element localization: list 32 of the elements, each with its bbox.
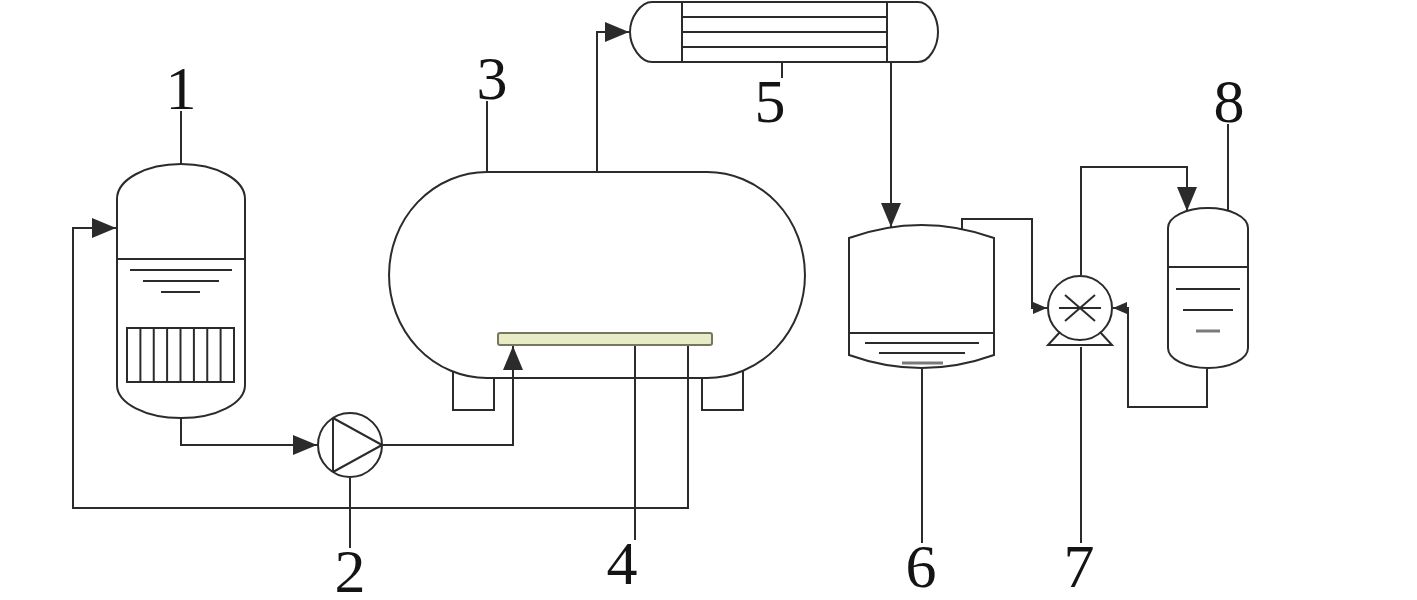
leader-line [781,62,783,79]
horizontal-tank [388,171,806,411]
leader-line [634,345,636,541]
flow-arrow [180,418,318,455]
flow-arrow [961,218,1048,314]
flow-arrow [1080,166,1197,276]
liquid-tank [848,224,995,369]
leader-line [921,368,923,544]
pump-symbol [1047,275,1113,347]
leader-line [1080,346,1082,544]
leader-line [486,100,488,172]
flow-arrow [382,345,523,446]
callout-number: 5 [754,78,786,124]
flow-arrow [881,62,901,228]
liquid-vessel [1167,207,1249,369]
flow-arrow [72,218,689,509]
callout-number: 2 [334,548,366,594]
heat-exchanger [629,1,939,63]
flow-arrow [1112,302,1208,408]
leader-line [349,477,351,549]
pump-symbol [317,412,383,478]
callout-number: 8 [1213,78,1245,124]
callout-number: 1 [165,65,197,111]
callout-number: 7 [1063,543,1095,589]
callout-number: 6 [905,543,937,589]
leader-line [1227,123,1229,211]
callout-number: 4 [606,540,638,586]
callout-number: 3 [476,55,508,101]
plate [497,332,713,346]
flow-arrow [596,22,630,172]
liquid-vessel [116,163,246,419]
leader-line [180,110,182,164]
